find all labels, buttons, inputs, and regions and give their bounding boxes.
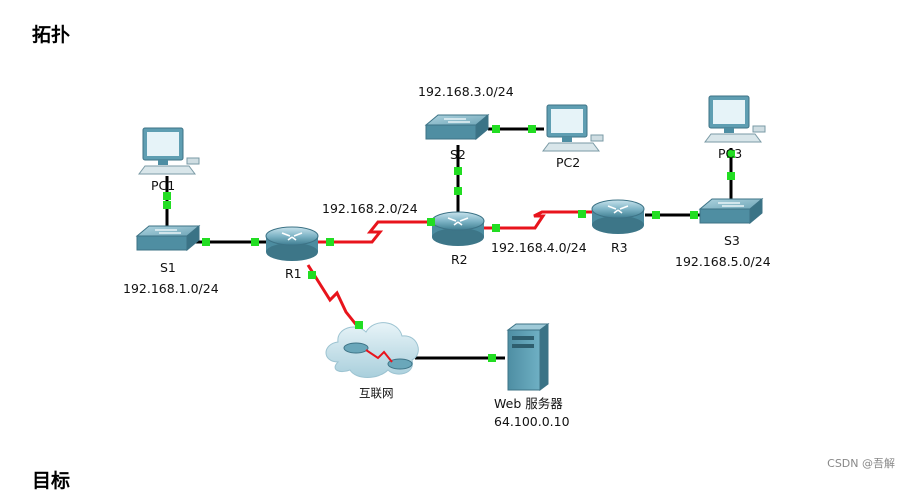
pc1-icon[interactable] [138,127,200,175]
status-light [163,201,171,209]
s2-label: S2 [450,147,466,162]
link-r1-internet-serial [306,264,364,333]
status-light [202,238,210,246]
status-light [488,354,496,362]
pc1-label: PC1 [151,178,175,193]
network-192-168-2-label: 192.168.2.0/24 [322,201,418,216]
status-light [163,192,171,200]
status-light [578,210,586,218]
status-light [492,125,500,133]
network-topology-diagram: PC1 PC2 PC3 S1 S2 S3 R1 R2 R3 互联网 Web 服务… [123,84,771,429]
status-light [308,271,316,279]
status-light [427,218,435,226]
r2-label: R2 [451,252,468,267]
status-light [727,172,735,180]
network-192-168-4-label: 192.168.4.0/24 [491,240,587,255]
status-light [528,125,536,133]
pc3-label: PC3 [718,146,742,161]
pc2-icon[interactable] [542,104,604,152]
web-server-label: Web 服务器 [494,396,563,411]
link-r2-r3-serial [484,210,592,230]
csdn-watermark: CSDN @吾解 [827,457,895,470]
status-light [690,211,698,219]
pc3-icon[interactable] [704,95,766,143]
internet-label: 互联网 [359,386,394,400]
s3-label: S3 [724,233,740,248]
status-light [727,150,735,158]
pc2-label: PC2 [556,155,580,170]
status-light [251,238,259,246]
s1-label: S1 [160,260,176,275]
status-light [454,187,462,195]
switch-s1-icon[interactable] [136,225,200,251]
router-r2-icon[interactable] [431,211,485,247]
network-192-168-3-label: 192.168.3.0/24 [418,84,514,99]
topology-heading: 拓扑 [32,24,71,46]
web-server-ip-label: 64.100.0.10 [494,414,570,429]
web-server-icon[interactable] [506,323,550,391]
router-r1-icon[interactable] [265,226,319,262]
r1-label: R1 [285,266,302,281]
status-light [492,224,500,232]
r3-label: R3 [611,240,628,255]
link-status-lights [163,125,735,362]
status-light [454,167,462,175]
status-light [652,211,660,219]
status-light [326,238,334,246]
switch-s2-icon[interactable] [425,114,489,140]
network-192-168-5-label: 192.168.5.0/24 [675,254,771,269]
network-192-168-1-label: 192.168.1.0/24 [123,281,219,296]
link-r1-r2-serial [318,220,432,244]
status-light [355,321,363,329]
router-r3-icon[interactable] [591,199,645,235]
switch-s3-icon[interactable] [699,198,763,224]
internet-cloud-icon[interactable] [325,322,419,378]
next-section-heading: 目标 [32,470,71,492]
